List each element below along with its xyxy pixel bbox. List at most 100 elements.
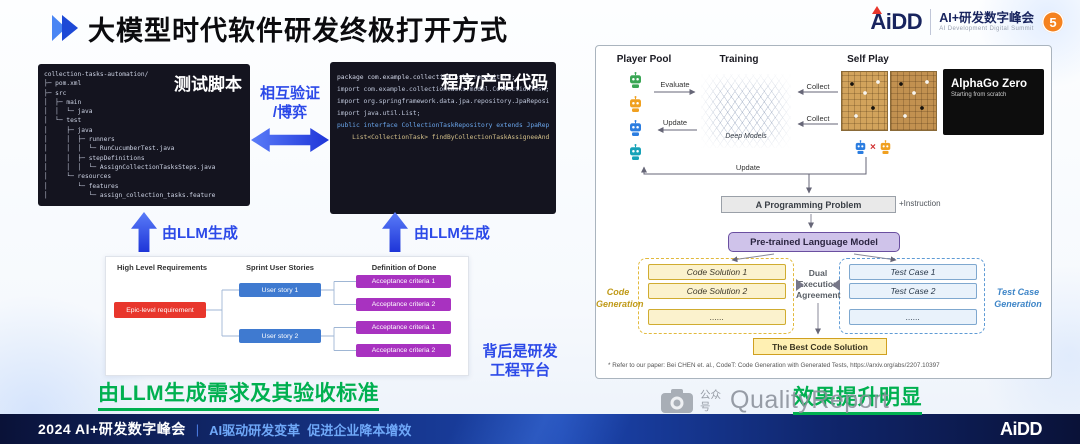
acceptance-criteria: Acceptance criteria 2 [356, 298, 451, 311]
collect-bottom-label: Collect [806, 114, 830, 123]
acceptance-criteria: Acceptance criteria 2 [356, 344, 451, 357]
file-tree-line: │ ├─ java [44, 126, 93, 134]
selfplay-robots: × [854, 140, 892, 155]
file-tree-line: ├─ src [44, 89, 67, 97]
code-line: List<CollectionTask> findByCollectionTas… [352, 134, 549, 141]
right-caption: 效果提升明显 [793, 381, 922, 415]
alphago-zero-image: AlphaGo Zero Starting from scratch [943, 69, 1044, 135]
epic-requirement: Epic-level requirement [114, 302, 206, 318]
code-solution: Code Solution 2 [648, 283, 786, 299]
go-board-image [890, 71, 937, 131]
file-tree-line: collection-tasks-automation/ [44, 71, 149, 78]
title-bullet-icon [50, 14, 80, 47]
collect-top-label: Collect [806, 82, 830, 91]
up-arrow-icon [131, 212, 157, 252]
dual-execution-label: Dual Execution Agreement [796, 268, 841, 300]
alphago-zero-subtitle: Starting from scratch [951, 92, 1007, 98]
footer-tagline: AI驱动研发变革 促进企业降本增效 [209, 422, 412, 438]
user-story: User story 2 [239, 329, 321, 343]
camera-icon [661, 388, 693, 413]
file-tree-line: │ │ │ └─ AssignCollectionTasksSteps.java [44, 163, 216, 171]
footer-divider: | [195, 421, 200, 437]
product-code-panel: 程序/产品代码 package com.example.collectionta… [330, 62, 556, 214]
logo-title: AI+研发数字峰会 [939, 11, 1034, 26]
req-column-header: Sprint User Stories [246, 263, 314, 272]
file-tree-line: │ ├─ main [44, 98, 82, 106]
test-case: Test Case 1 [849, 264, 977, 280]
file-tree-line: │ └─ features [44, 182, 119, 190]
evaluate-label: Evaluate [660, 80, 690, 89]
code-line: import java.util.List; [337, 110, 421, 117]
file-tree-line: │ └─ test [44, 117, 82, 125]
watermark-wechat: 公众号 [700, 388, 721, 413]
file-tree-line: │ └─ resources [44, 173, 112, 181]
file-tree-line: │ │ ├─ runners [44, 136, 115, 144]
paper-footnote: * Refer to our paper: Bei CHEN et. al., … [608, 362, 940, 369]
right-caption-wrap: 效果提升明显 [793, 381, 922, 415]
go-board-image [841, 71, 888, 131]
requirements-connectors [206, 281, 356, 351]
logo-divider [930, 9, 932, 35]
file-tree-line: │ │ │ └─ RunCucumberTest.java [44, 145, 175, 153]
code-line: public interface CollectionTaskRepositor… [337, 122, 549, 129]
llm-generated-left: 由LLM生成 [162, 225, 238, 242]
req-column-header: Definition of Done [371, 263, 437, 272]
code-line: import org.springframework.data.jpa.repo… [337, 98, 549, 105]
code-generation-label: Code Generation [596, 287, 644, 309]
training-header: Training [719, 54, 759, 65]
watermark: 公众号 QualityReport [660, 386, 889, 415]
logo-subtitle: AI Development Digital Summit [939, 25, 1034, 32]
acceptance-criteria: Acceptance criteria 1 [356, 275, 451, 288]
test-generation-group [839, 258, 985, 334]
test-script-panel: 测试脚本 collection-tasks-automation/ ├─ pom… [38, 64, 250, 206]
acceptance-criteria: Acceptance criteria 1 [356, 321, 451, 334]
logo-brandmark: AiDD [870, 6, 923, 35]
product-code-label: 程序/产品代码 [441, 73, 548, 92]
left-caption-wrap: 由LLM生成需求及其验收标准 [98, 377, 380, 411]
user-story: User story 1 [239, 283, 321, 297]
code-solution: Code Solution 1 [648, 264, 786, 280]
aidd-logo: AiDD AI+研发数字峰会 AI Development Digital Su… [870, 6, 1064, 35]
footer-brand: AiDD [1000, 418, 1043, 439]
test-case-ellipsis: ...... [849, 309, 977, 325]
left-caption: 由LLM生成需求及其验收标准 [98, 377, 380, 411]
code-solution-ellipsis: ...... [648, 309, 786, 325]
requirements-panel: High Level Requirements Sprint User Stor… [105, 256, 469, 376]
mutual-verification-note: 相互验证 /博弈 [259, 85, 320, 121]
code-line: import com.example.collectiontasks.model… [337, 86, 549, 93]
logo-red-accent-icon [872, 6, 883, 14]
alphago-zero-title: AlphaGo Zero [951, 78, 1028, 90]
pretrained-model-box: Pre-trained Language Model [728, 232, 900, 252]
footer-bar: 2024 AI+研发数字峰会 | AI驱动研发变革 促进企业降本增效 AiDD [0, 414, 1080, 444]
instruction-label: +Instruction [899, 199, 941, 208]
diagram-arrows [641, 89, 897, 335]
deep-models-label: Deep Models [725, 133, 767, 140]
logo-badge-5: 5 [1042, 11, 1064, 33]
double-arrow-icon [251, 128, 329, 152]
test-generation-label: Test Case Generation [994, 287, 1042, 309]
update-top-label: Update [662, 118, 688, 127]
req-column-header: High Level Requirements [116, 263, 208, 272]
code-generation-group [638, 258, 794, 334]
versus-icon: × [870, 142, 876, 153]
platform-note: 背后是研发 工程平台 [482, 343, 558, 379]
watermark-name: QualityReport [730, 386, 890, 414]
update-bottom-label: Update [735, 163, 761, 172]
programming-problem-box: A Programming Problem [721, 196, 896, 213]
up-arrow-icon [382, 212, 408, 252]
test-script-label: 测试脚本 [174, 75, 242, 94]
deep-model-image [701, 74, 791, 148]
file-tree-line: │ └─ assign_collection_tasks.feature [44, 191, 216, 199]
player-pool-header: Player Pool [616, 54, 672, 65]
footer-summit: 2024 AI+研发数字峰会 [38, 421, 186, 437]
selfplay-header: Self Play [847, 54, 889, 65]
right-diagram-box: Player Pool Training Self Play Evaluate … [595, 45, 1052, 379]
page-title: 大模型时代软件研发终极打开方式 [88, 16, 508, 46]
file-tree-line: ├─ pom.xml [44, 80, 82, 88]
code-line: package com.example.collectiontasks.repo… [337, 74, 516, 81]
test-case: Test Case 2 [849, 283, 977, 299]
file-tree-line: │ │ ├─ stepDefinitions [44, 154, 145, 162]
best-code-solution-box: The Best Code Solution [753, 338, 887, 355]
llm-generated-right: 由LLM生成 [414, 225, 490, 242]
